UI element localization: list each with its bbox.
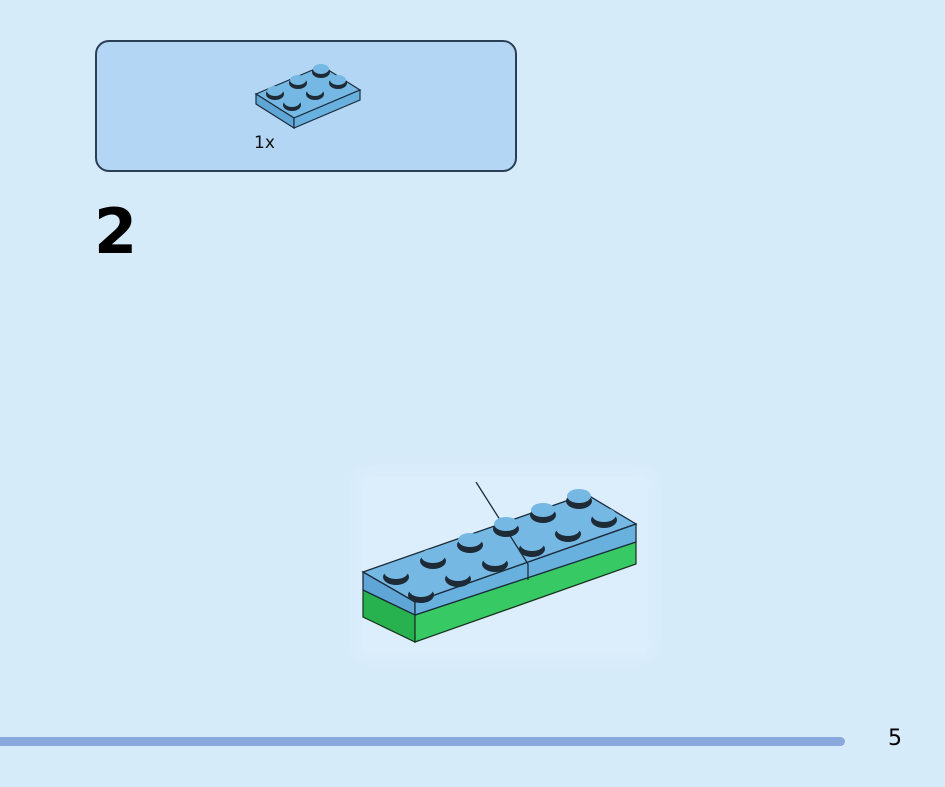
part-quantity: 1x [254, 133, 275, 153]
page-number: 5 [888, 726, 902, 751]
progress-bar [0, 737, 845, 746]
brick-2x3-plate-icon [254, 64, 362, 130]
step-number: 2 [94, 195, 138, 268]
assembled-model-icon [361, 482, 638, 643]
